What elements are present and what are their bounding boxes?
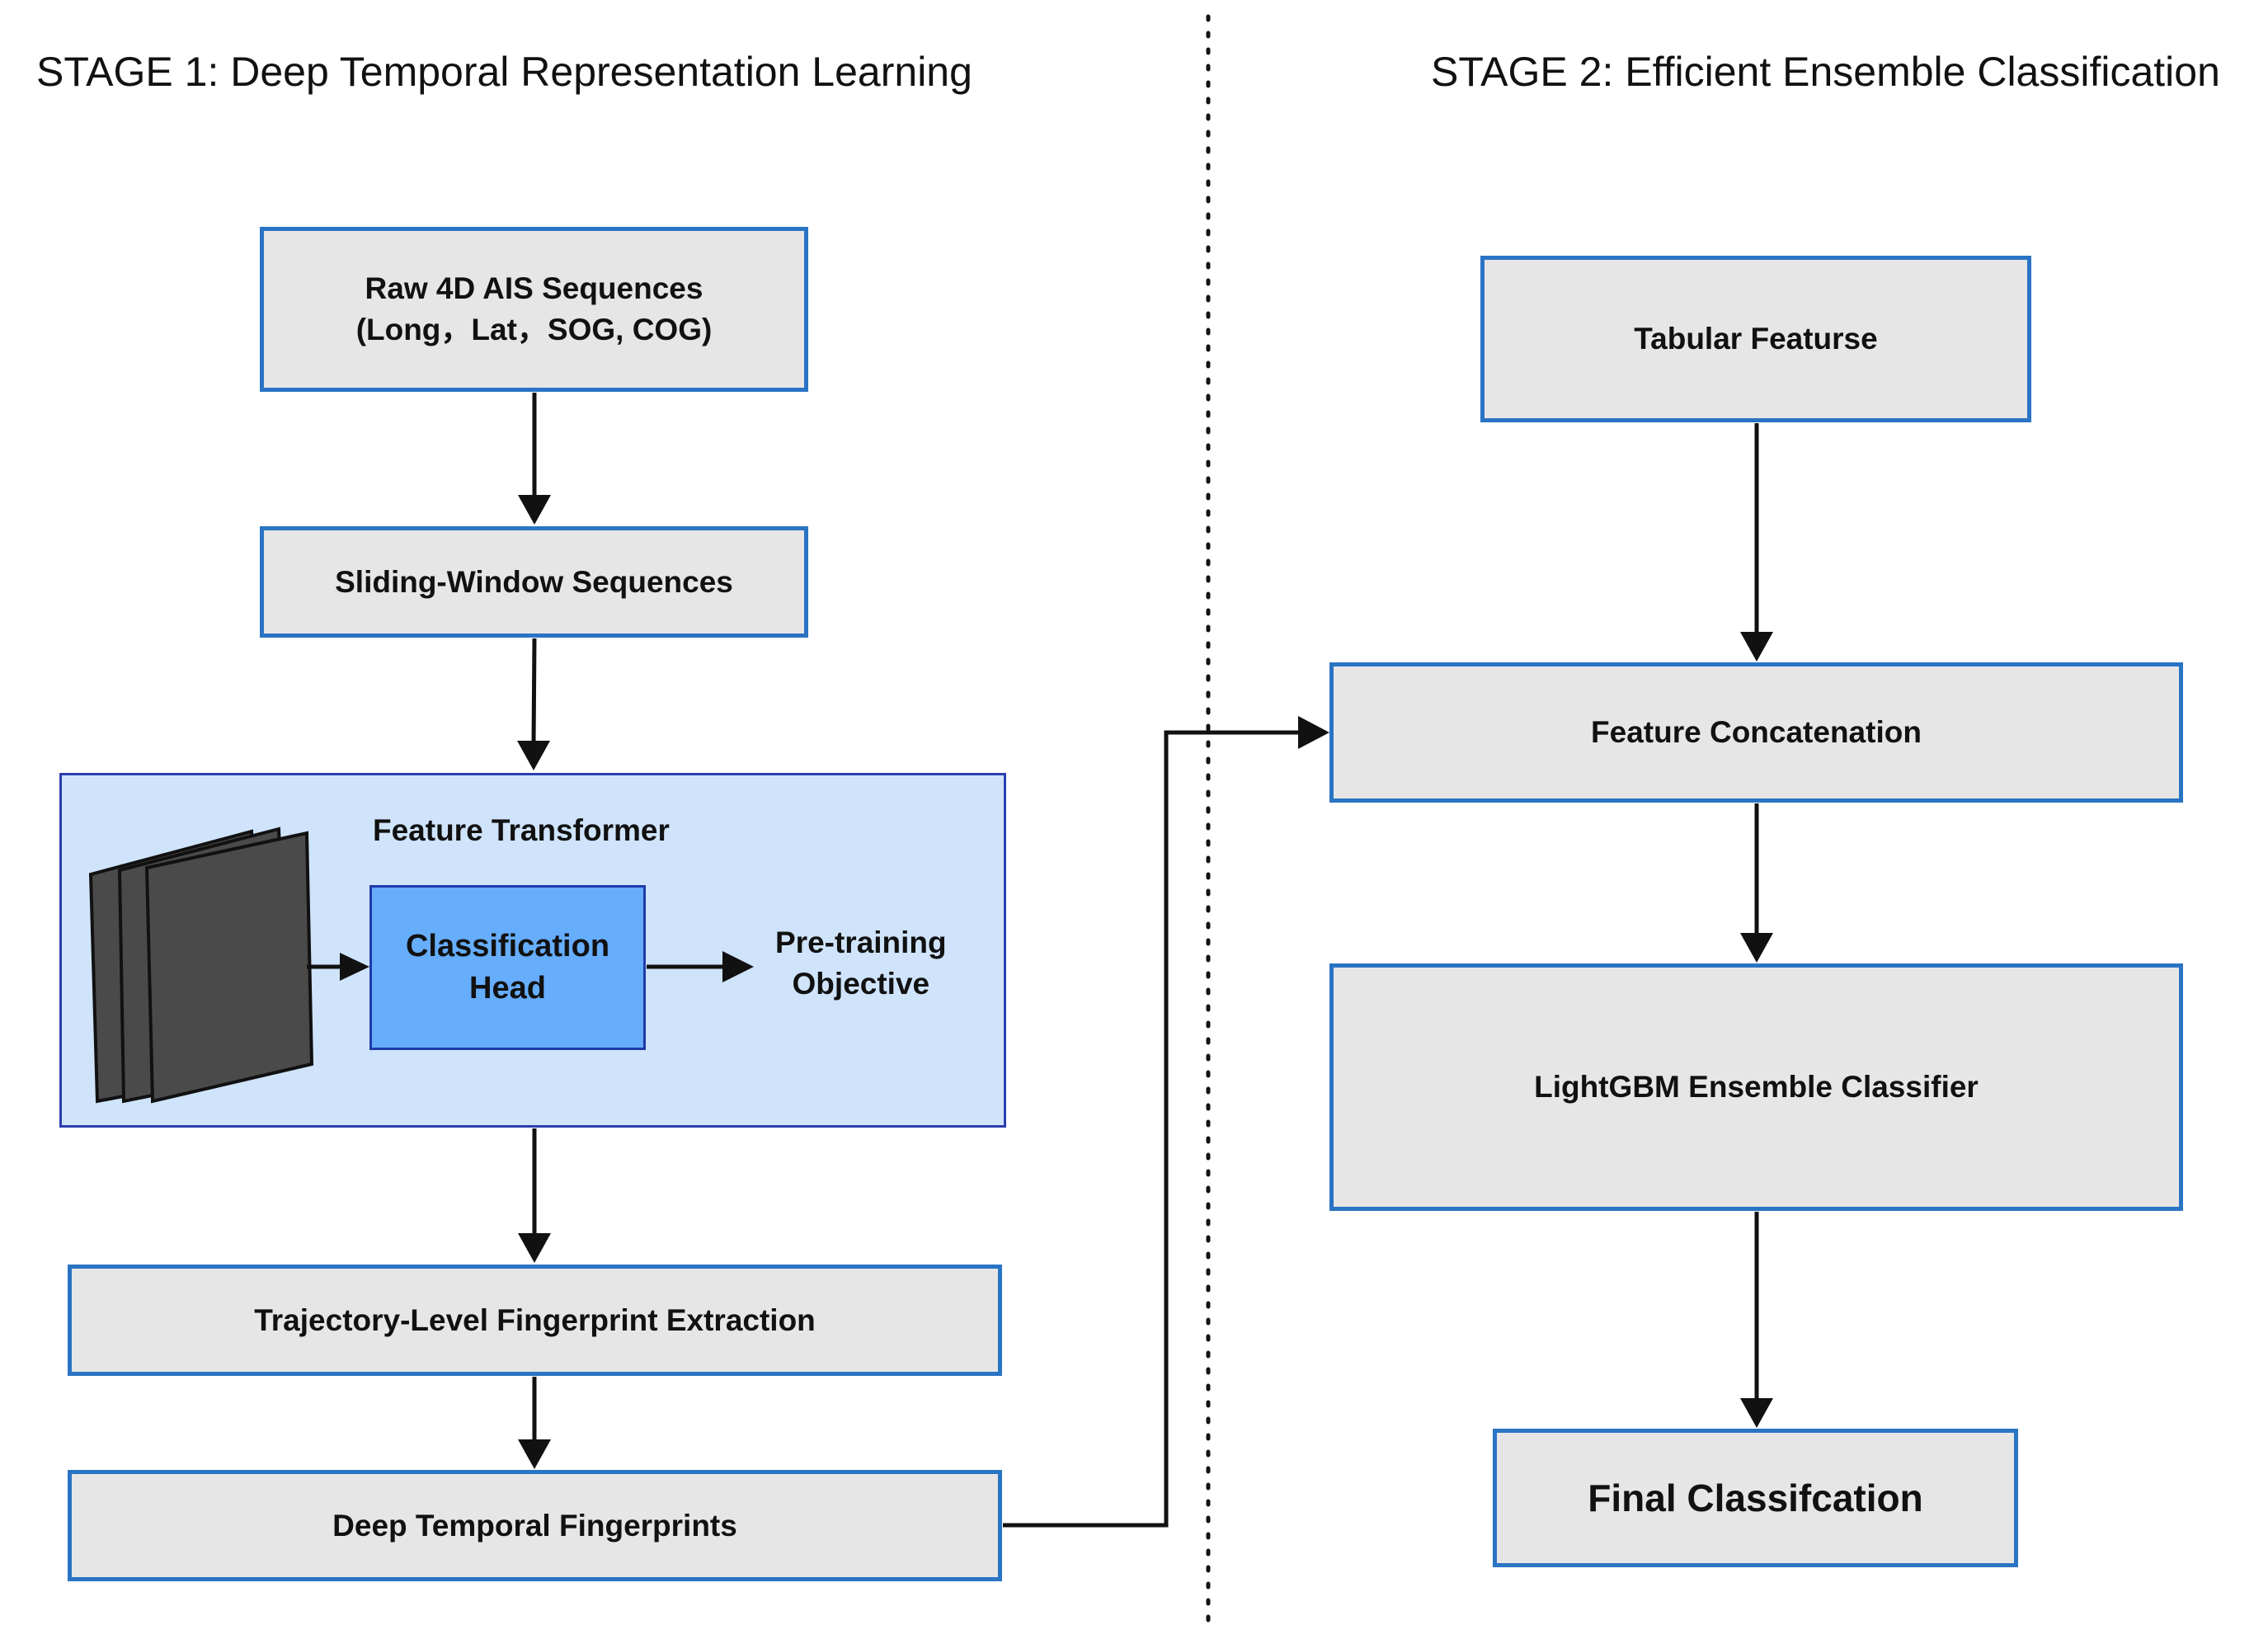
raw-ais-line1: Raw 4D AIS Sequences	[365, 271, 703, 306]
feature-concatenation-box: Feature Concatenation	[1329, 662, 2183, 803]
arrowhead-fingerprints-to-concat	[1298, 716, 1329, 749]
final-classification-box: Final Classifcation	[1493, 1429, 2018, 1567]
pretraining-line2: Objective	[792, 966, 930, 1001]
fingerprint-extraction-box: Trajectory-Level Fingerprint Extraction	[68, 1265, 1002, 1376]
raw-ais-sequences-box: Raw 4D AIS Sequences (Long，Lat，SOG, COG)	[260, 227, 808, 392]
feature-transformer-label: Feature Transformer	[373, 813, 670, 847]
classification-head-box: Classification Head	[369, 885, 646, 1050]
arrow-fingerprints-to-concat	[1003, 730, 1301, 1528]
lightgbm-classifier-box: LightGBM Ensemble Classifier	[1329, 963, 2183, 1211]
pretraining-line1: Pre-training	[775, 926, 947, 959]
arrowhead-concat-to-lightgbm	[1740, 933, 1773, 963]
transformer-layer-front	[144, 831, 314, 1104]
arrowhead-raw-to-sliding	[518, 495, 551, 525]
arrowhead-tabular-to-concat	[1740, 632, 1773, 662]
stage2-title: STAGE 2: Efficient Ensemble Classificati…	[1431, 49, 2220, 95]
tabular-features-box: Tabular Featurse	[1480, 256, 2031, 422]
arrowhead-sliding-to-transformer	[517, 741, 550, 770]
arrowhead-extraction-to-fingerprints	[518, 1439, 551, 1469]
arrowhead-lightgbm-to-final	[1740, 1398, 1773, 1428]
sliding-window-box: Sliding-Window Sequences	[260, 526, 808, 638]
stage1-title: STAGE 1: Deep Temporal Representation Le…	[36, 49, 972, 95]
classification-head-line1: Classification	[405, 928, 610, 963]
arrowhead-transformer-to-extraction	[518, 1233, 551, 1263]
raw-ais-line2: (Long，Lat，SOG, COG)	[355, 313, 713, 346]
pretraining-objective-label: Pre-training Objective	[775, 922, 947, 1005]
classification-head-line2: Head	[469, 971, 546, 1006]
arrowhead-layers-to-head	[340, 953, 369, 981]
deep-temporal-fingerprints-box: Deep Temporal Fingerprints	[68, 1470, 1002, 1581]
arrowhead-head-to-pretraining	[722, 951, 754, 982]
